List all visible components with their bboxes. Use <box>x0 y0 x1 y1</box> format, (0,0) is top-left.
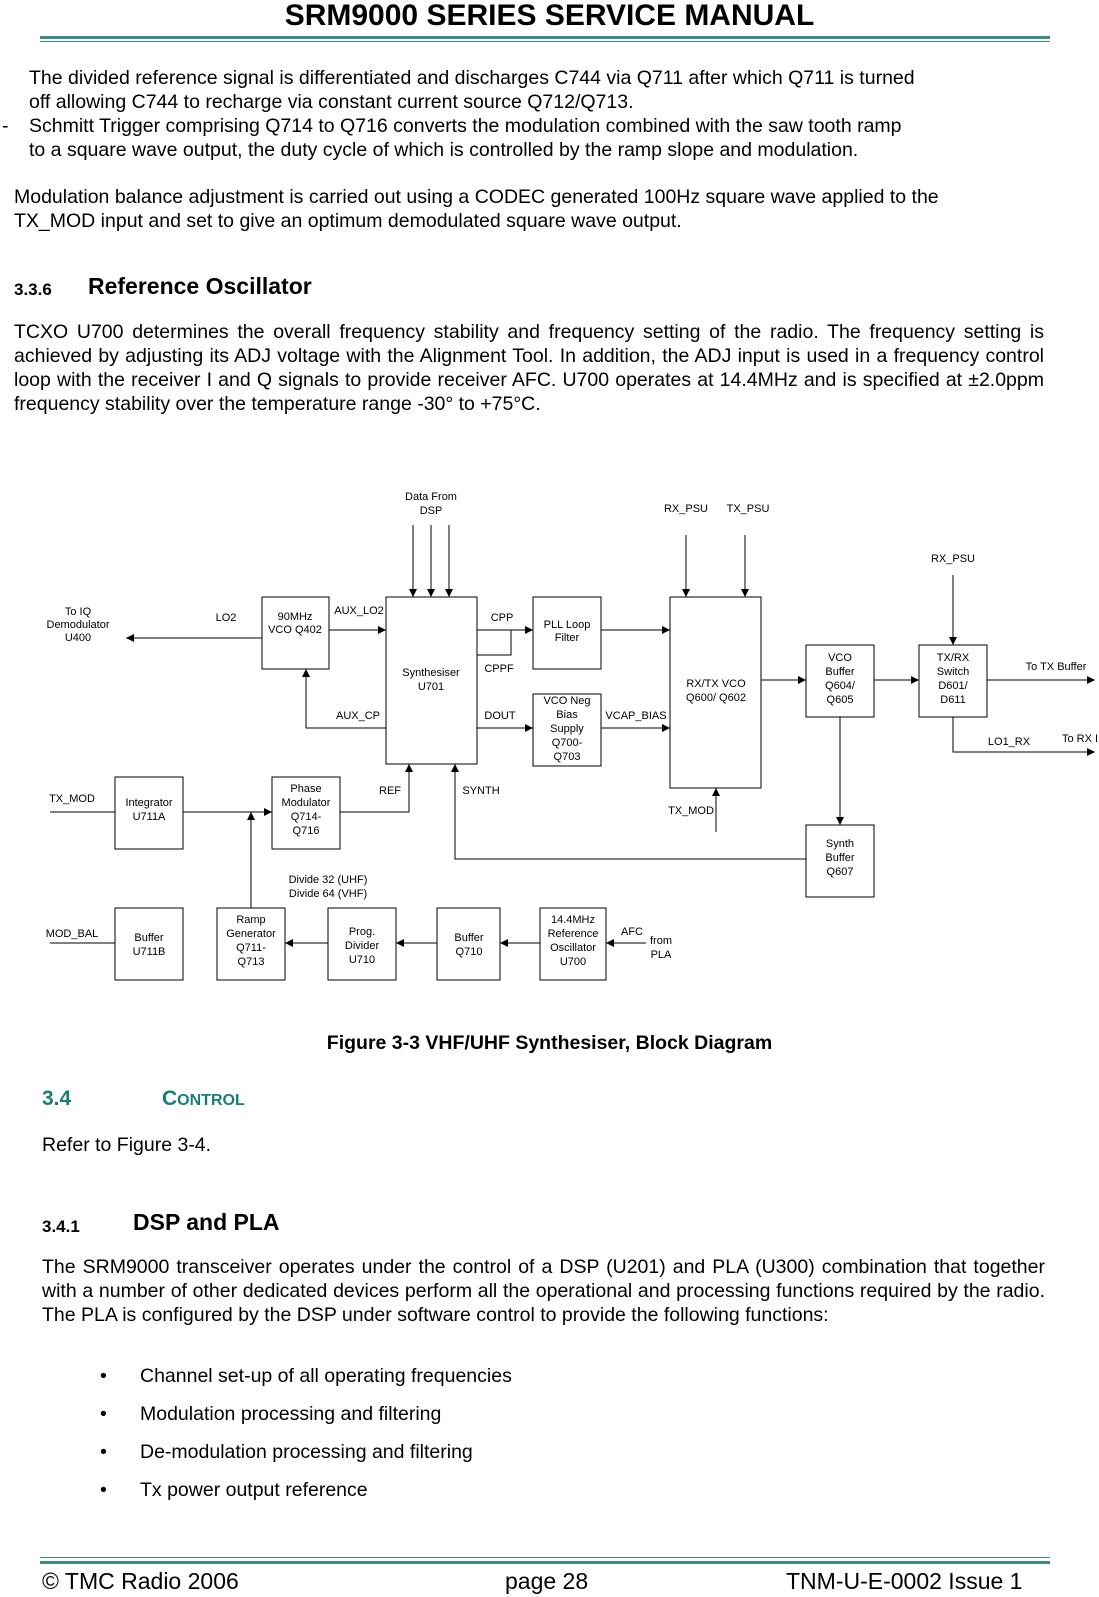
page-header-title: SRM9000 SERIES SERVICE MANUAL <box>284 0 815 32</box>
footer-rule-thick <box>40 1561 1050 1564</box>
cpp-label: CPP <box>491 612 514 624</box>
figure-caption: Figure 3-3 VHF/UHF Synthesiser, Block Di… <box>326 1032 773 1054</box>
aux-lo2-label: AUX_LO2 <box>334 605 384 617</box>
modulation-balance-paragraph: Modulation balance adjustment is carried… <box>14 186 939 232</box>
intro-line-4: to a square wave output, the duty cycle … <box>29 139 859 161</box>
section-3-4-1-number: 3.4.1 <box>42 1217 80 1236</box>
afc-label: AFC <box>621 926 643 938</box>
bullet-item: •Tx power output reference <box>100 1479 368 1501</box>
aux-cp-label: AUX_CP <box>336 710 380 722</box>
header-rule-thick <box>40 36 1050 39</box>
tx-psu-label: TX_PSU <box>727 503 770 515</box>
bullet-item: •Channel set-up of all operating frequen… <box>100 1365 512 1387</box>
cppf-label: CPPF <box>484 663 514 675</box>
tx-mod-vco-label: TX_MOD <box>668 805 714 817</box>
buffer-q710-block <box>436 907 501 981</box>
reference-oscillator-paragraph: TCXO U700 determines the overall frequen… <box>14 321 1044 415</box>
ref-label: REF <box>379 785 401 797</box>
dout-label: DOUT <box>484 710 515 722</box>
section-title: Reference Oscillator <box>88 273 312 299</box>
refer-figure-text: Refer to Figure 3-4. <box>42 1134 212 1156</box>
rx-psu-label: RX_PSU <box>664 503 708 515</box>
pll-loop-filter-block <box>532 596 602 670</box>
dsp-pla-paragraph: The SRM9000 transceiver operates under t… <box>42 1256 1045 1326</box>
section-3-4-1-title: DSP and PLA <box>133 1209 280 1235</box>
lo1-rx-label: LO1_RX <box>988 736 1031 748</box>
footer-page-number: page 28 <box>505 1568 589 1594</box>
to-rx-label: To RX I <box>1062 733 1098 745</box>
buffer-u711b-block <box>114 907 184 981</box>
lo2-label: LO2 <box>216 612 237 624</box>
header-rule-thin <box>40 41 1050 42</box>
footer-document-id: TNM-U-E-0002 Issue 1 <box>786 1568 1023 1594</box>
phase-modulator-block <box>271 776 341 850</box>
bullet-item: •Modulation processing and filtering <box>100 1403 442 1425</box>
section-3-4-title: CONTROL <box>162 1087 245 1110</box>
intro-line-2: off allowing C744 to recharge via consta… <box>29 91 634 113</box>
vcap-bias-label: VCAP_BIAS <box>605 710 666 722</box>
section-number: 3.3.6 <box>14 280 52 299</box>
section-3-4-number: 3.4 <box>42 1087 72 1110</box>
intro-line-1: The divided reference signal is differen… <box>29 67 915 89</box>
rx-psu-switch-label: RX_PSU <box>931 553 975 565</box>
integrator-block <box>114 776 184 850</box>
intro-dash: - <box>2 115 9 137</box>
footer-rule-thin <box>40 1557 1050 1558</box>
vco-90mhz-block <box>261 596 330 670</box>
bullet-item: •De-modulation processing and filtering <box>100 1441 473 1463</box>
divide-label: Divide 32 (UHF)Divide 64 (VHF) <box>289 874 368 900</box>
tx-mod-left-label: TX_MOD <box>49 793 95 805</box>
to-tx-buffer-label: To TX Buffer <box>1026 661 1087 673</box>
intro-line-3: Schmitt Trigger comprising Q714 to Q716 … <box>29 115 902 137</box>
synth-label: SYNTH <box>462 785 499 797</box>
footer-copyright: © TMC Radio 2006 <box>42 1568 239 1594</box>
mod-bal-label: MOD_BAL <box>46 928 99 940</box>
vco-neg-bias-block <box>532 693 602 767</box>
